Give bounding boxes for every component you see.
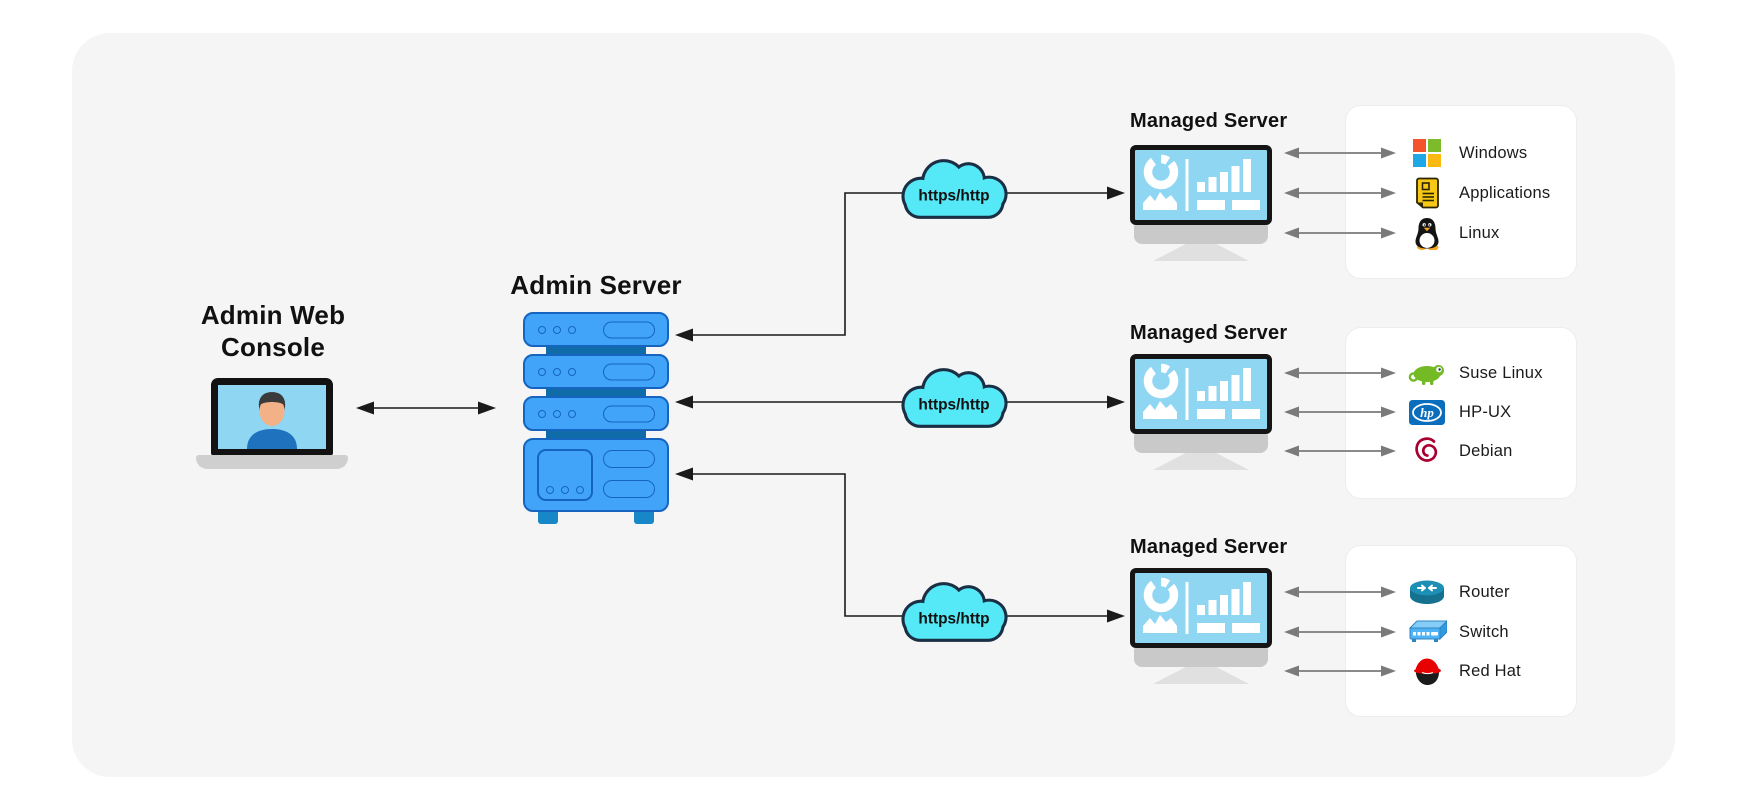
managed-server-monitor-icon (1130, 568, 1272, 684)
dashboard-graphic (1143, 154, 1260, 211)
server-leds (538, 367, 576, 376)
hp-logo-text: hp (1420, 405, 1434, 420)
switch-icon (1406, 619, 1448, 645)
monitor-screen (1130, 354, 1272, 434)
device-row-label: Switch (1459, 622, 1509, 641)
rack-separator (546, 389, 646, 396)
cloud-protocol-label: https/http (918, 187, 989, 204)
monitor-chin (1134, 225, 1268, 244)
monitor-screen (1130, 568, 1272, 648)
os-row-windows: Windows (1406, 131, 1527, 175)
server-feet (523, 512, 669, 524)
monitor-stand (1153, 667, 1249, 684)
debian-icon (1406, 435, 1448, 467)
router-icon (1406, 578, 1448, 606)
monitor-chin (1134, 648, 1268, 667)
admin-web-console-laptop-icon (196, 378, 348, 471)
dashboard-graphic (1143, 363, 1260, 420)
dashboard-graphic (1143, 577, 1260, 634)
managed-server-label: Managed Server (1130, 322, 1288, 344)
red-hat-icon (1406, 655, 1448, 687)
https-cloud-icon: https/http (901, 159, 1008, 219)
managed-server-label: Managed Server (1130, 110, 1288, 132)
windows-icon (1406, 139, 1448, 167)
os-row-linux: Linux (1406, 211, 1499, 255)
server-leds (546, 486, 584, 494)
server-leds (538, 325, 576, 334)
os-row-red-hat: Red Hat (1406, 649, 1521, 693)
server-drive-slot (603, 450, 655, 468)
os-row-label: Windows (1459, 143, 1528, 162)
cloud-protocol-label: https/http (918, 610, 989, 627)
laptop-screen (211, 378, 333, 456)
os-row-label: Debian (1459, 441, 1513, 460)
server-rack-unit (523, 396, 669, 431)
os-row-label: Linux (1459, 223, 1500, 242)
server-rack-unit (523, 354, 669, 389)
device-row-label: Router (1459, 582, 1510, 601)
hp-ux-icon: hp (1406, 399, 1448, 425)
server-rack-unit (523, 312, 669, 347)
admin-server-label: Admin Server (510, 270, 682, 300)
cloud-protocol-label: https/http (918, 396, 989, 413)
admin-web-console-label: Admin Web Console (200, 300, 346, 362)
https-cloud-icon: https/http (901, 368, 1008, 428)
monitor-stand (1153, 453, 1249, 470)
device-row-router: Router (1406, 570, 1510, 614)
monitor-chin (1134, 434, 1268, 453)
server-front-panel (537, 449, 593, 501)
os-row-label: HP-UX (1459, 402, 1512, 421)
os-row-label: Suse Linux (1459, 363, 1543, 382)
monitor-stand (1153, 244, 1249, 261)
server-leds (538, 409, 576, 418)
device-row-switch: Switch (1406, 610, 1509, 654)
https-cloud-icon: https/http (901, 582, 1008, 642)
server-base-unit (523, 438, 669, 512)
user-avatar-icon (247, 392, 297, 449)
os-row-applications: Applications (1406, 171, 1550, 215)
managed-server-label: Managed Server (1130, 536, 1288, 558)
rack-separator (546, 431, 646, 438)
monitor-screen (1130, 145, 1272, 225)
applications-icon (1406, 177, 1448, 209)
laptop-base (196, 455, 348, 469)
linux-icon (1406, 216, 1448, 250)
os-row-debian: Debian (1406, 429, 1513, 473)
os-row-suse-linux: Suse Linux (1406, 351, 1543, 395)
server-drive-slot (603, 321, 655, 338)
server-drive-slot (603, 363, 655, 380)
suse-linux-icon (1406, 359, 1448, 387)
os-row-label: Applications (1459, 183, 1551, 202)
os-row-label: Red Hat (1459, 661, 1521, 680)
rack-separator (546, 347, 646, 354)
server-drive-slot (603, 405, 655, 422)
admin-server-icon (523, 312, 669, 524)
managed-server-monitor-icon (1130, 354, 1272, 470)
managed-server-monitor-icon (1130, 145, 1272, 261)
os-row-hp-ux: hp HP-UX (1406, 390, 1511, 434)
server-drive-slot (603, 480, 655, 498)
